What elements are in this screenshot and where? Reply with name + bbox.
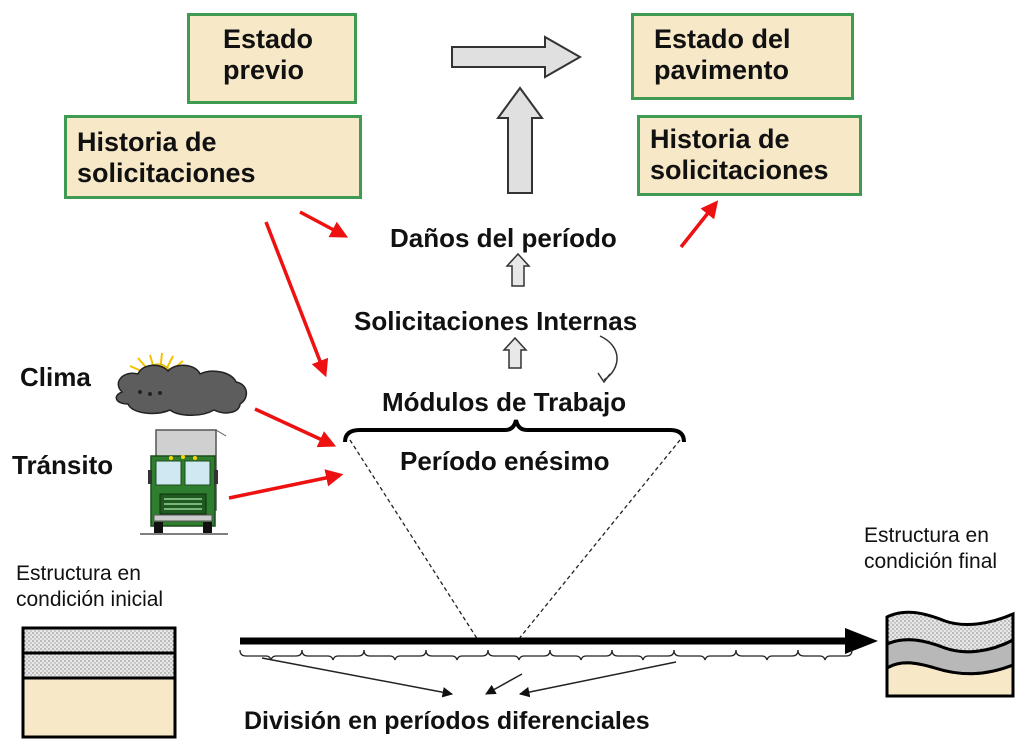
pavement-state-label: Estado del pavimento xyxy=(654,24,791,86)
previous-state-label: Estado previo xyxy=(223,24,314,86)
small-up-arrow-2 xyxy=(502,336,528,369)
nth-period-label: Período enésimo xyxy=(400,446,610,476)
differential-braces xyxy=(239,649,853,661)
differential-periods-label: División en períodos diferenciales xyxy=(244,707,650,735)
red-arrow-damage-to-history xyxy=(679,200,719,249)
load-history-left-label: Historia de solicitaciones xyxy=(77,127,256,189)
load-history-right-box: Historia de solicitaciones xyxy=(637,115,862,196)
traffic-label: Tránsito xyxy=(12,450,114,480)
truck-icon xyxy=(140,429,228,535)
final-structure-label: Estructura en condición final xyxy=(864,524,998,574)
pavement-state-box: Estado del pavimento xyxy=(631,13,854,100)
final-structure-icon xyxy=(885,610,1015,698)
internal-loads-label: Solicitaciones Internas xyxy=(354,306,638,336)
period-damage-label: Daños del período xyxy=(390,223,617,253)
cloud-sun-icon xyxy=(115,352,248,416)
damage-up-arrow xyxy=(496,86,544,194)
red-arrow-traffic xyxy=(228,469,344,500)
feedback-curved-arrow xyxy=(599,335,618,381)
red-arrow-history-to-damage xyxy=(299,210,349,238)
state-transition-arrow xyxy=(451,35,583,79)
load-history-left-box: Historia de solicitaciones xyxy=(64,115,362,199)
initial-structure-icon xyxy=(21,626,177,739)
small-up-arrow-1 xyxy=(505,252,531,287)
period-brace xyxy=(343,419,686,443)
previous-state-box: Estado previo xyxy=(187,13,357,104)
load-history-right-label: Historia de solicitaciones xyxy=(650,124,829,186)
work-modules-label: Módulos de Trabajo xyxy=(382,387,627,417)
climate-label: Clima xyxy=(20,362,91,392)
red-arrow-history-to-modules xyxy=(264,221,329,378)
initial-structure-label: Estructura en condición inicial xyxy=(16,562,164,612)
red-arrow-climate xyxy=(254,407,337,448)
